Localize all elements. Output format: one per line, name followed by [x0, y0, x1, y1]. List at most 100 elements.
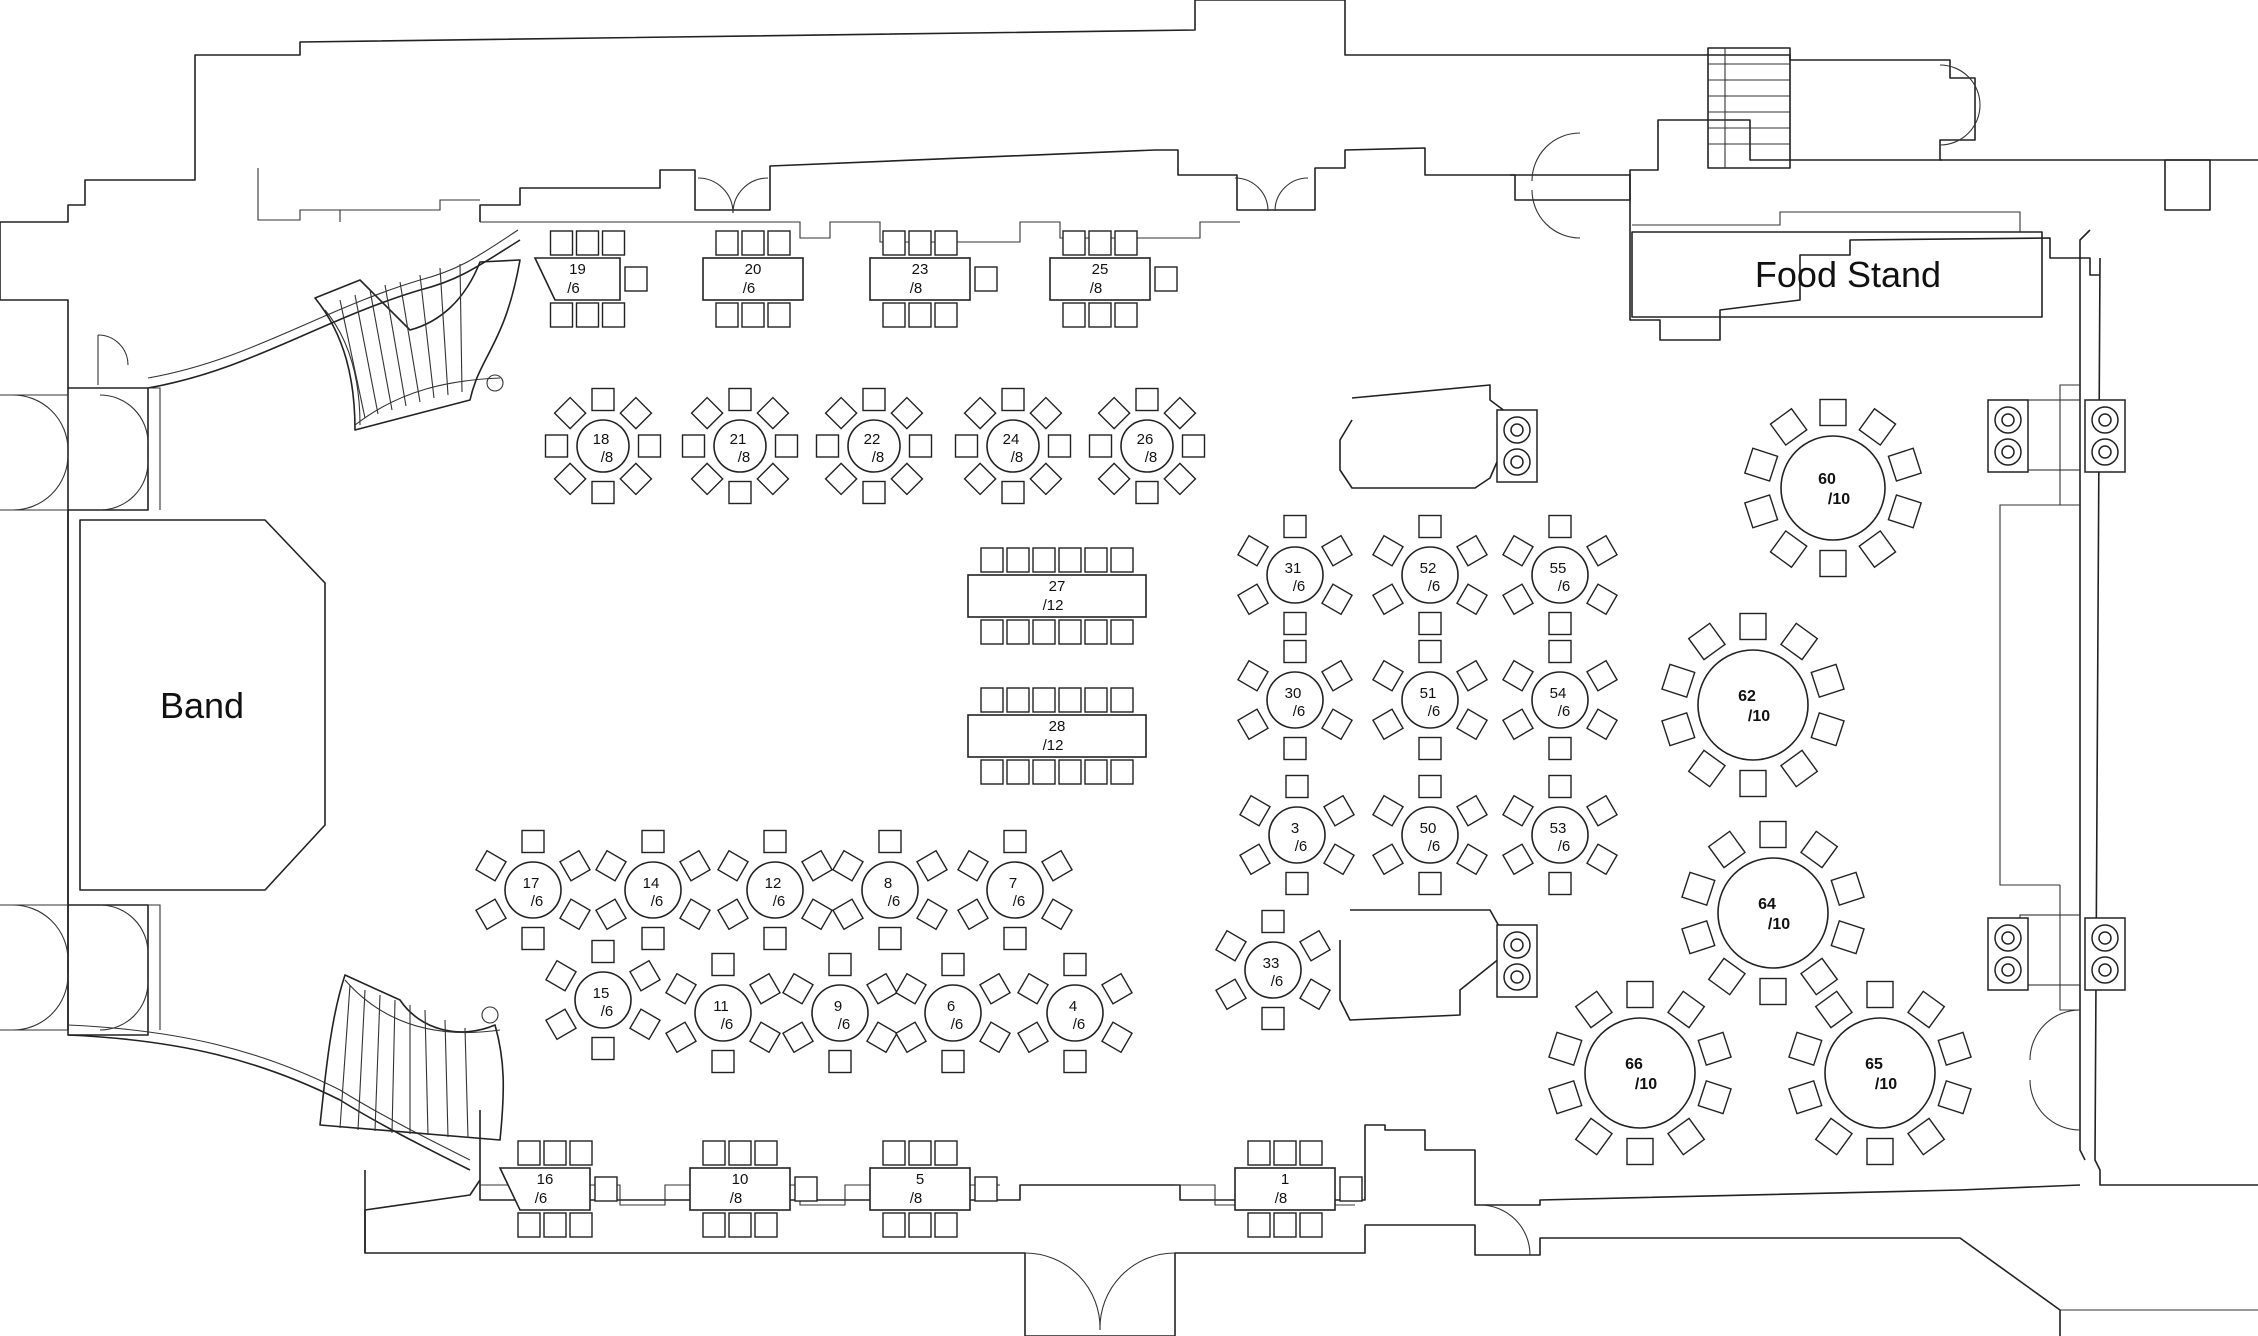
- table-number: 23: [912, 261, 929, 278]
- round-table-8[interactable]: 8/6: [832, 829, 948, 951]
- table-capacity: /6: [1073, 1016, 1086, 1033]
- round-table-33[interactable]: 33/6: [1215, 909, 1331, 1031]
- chair: [1667, 990, 1706, 1029]
- round-table-52[interactable]: 52/6: [1372, 514, 1488, 636]
- table-number: 24: [1003, 431, 1020, 448]
- rect-table-10[interactable]: 10/8: [689, 1140, 818, 1238]
- round-table-64[interactable]: 64/10: [1681, 820, 1865, 1006]
- table-top: [574, 971, 632, 1029]
- chair: [754, 1140, 778, 1166]
- round-table-53[interactable]: 53/6: [1502, 774, 1618, 896]
- round-table-51[interactable]: 51/6: [1372, 639, 1488, 761]
- chair: [715, 230, 739, 256]
- table-capacity: /8: [910, 280, 923, 297]
- chair: [1001, 480, 1025, 505]
- round-table-65[interactable]: 65/10: [1788, 980, 1972, 1166]
- round-table-31[interactable]: 31/6: [1237, 514, 1353, 636]
- chair: [756, 396, 790, 430]
- round-table-21[interactable]: 21/8: [681, 387, 799, 505]
- round-table-18[interactable]: 18/8: [544, 387, 662, 505]
- rect-table-20[interactable]: 20/6: [702, 230, 804, 328]
- round-table-15[interactable]: 15/6: [545, 939, 661, 1061]
- table-top: [1531, 546, 1589, 604]
- round-table-24[interactable]: 24/8: [954, 387, 1072, 505]
- chair: [1502, 708, 1534, 741]
- round-table-12[interactable]: 12/6: [717, 829, 833, 951]
- chair: [521, 926, 545, 951]
- round-table-60[interactable]: 60/10: [1743, 398, 1923, 578]
- chair: [1088, 434, 1113, 458]
- round-table-54[interactable]: 54/6: [1502, 639, 1618, 761]
- chair: [569, 1212, 593, 1238]
- table-top: [1244, 941, 1302, 999]
- round-table-26[interactable]: 26/8: [1088, 387, 1206, 505]
- round-table-7[interactable]: 7/6: [957, 829, 1073, 951]
- rect-table-19[interactable]: 19/6: [533, 230, 648, 328]
- rect-table-1[interactable]: 1/8: [1234, 1140, 1363, 1238]
- chair: [1372, 794, 1404, 827]
- table-number: 8: [884, 875, 892, 892]
- chair: [824, 462, 858, 496]
- rect-table-16[interactable]: 16/6: [498, 1140, 618, 1238]
- chair: [1456, 708, 1488, 741]
- round-table-3[interactable]: 3/6: [1239, 774, 1355, 896]
- round-table-11[interactable]: 11/6: [665, 952, 781, 1074]
- chair: [475, 898, 507, 931]
- food-stand-counter: [1631, 231, 2043, 318]
- table-top: [1234, 1167, 1336, 1211]
- round-table-66[interactable]: 66/10: [1548, 980, 1732, 1166]
- chair: [954, 434, 979, 458]
- chair: [1907, 1117, 1946, 1156]
- chair: [1285, 871, 1309, 896]
- round-table-6[interactable]: 6/6: [895, 952, 1011, 1074]
- round-table-9[interactable]: 9/6: [782, 952, 898, 1074]
- round-table-4[interactable]: 4/6: [1017, 952, 1133, 1074]
- chair: [475, 849, 507, 882]
- chair: [559, 849, 591, 882]
- speaker: [1496, 924, 1538, 998]
- chair: [1937, 1031, 1972, 1067]
- chair: [690, 462, 724, 496]
- chair: [866, 1021, 898, 1054]
- chair: [1759, 977, 1787, 1006]
- chair: [594, 1176, 618, 1202]
- chair: [1866, 1137, 1894, 1166]
- chair: [980, 547, 1004, 573]
- rect-table-5[interactable]: 5/8: [869, 1140, 998, 1238]
- round-table-62[interactable]: 62/10: [1661, 612, 1845, 798]
- band-stage: [79, 519, 326, 891]
- chair: [1418, 514, 1442, 539]
- chair: [717, 898, 749, 931]
- chair: [882, 230, 906, 256]
- round-table-50[interactable]: 50/6: [1372, 774, 1488, 896]
- table-capacity: /6: [773, 893, 786, 910]
- chair: [1299, 929, 1331, 962]
- table-top: [498, 1167, 591, 1211]
- rect-table-23[interactable]: 23/8: [869, 230, 998, 328]
- table-top: [1531, 806, 1589, 864]
- rect-table-27[interactable]: 27/12: [967, 547, 1147, 645]
- table-capacity: /10: [1748, 708, 1770, 725]
- chair: [619, 462, 653, 496]
- chair: [717, 849, 749, 882]
- chair: [1456, 583, 1488, 616]
- table-number: 25: [1092, 261, 1109, 278]
- table-capacity: /6: [721, 1016, 734, 1033]
- rect-table-25[interactable]: 25/8: [1049, 230, 1178, 328]
- round-table-55[interactable]: 55/6: [1502, 514, 1618, 636]
- round-table-17[interactable]: 17/6: [475, 829, 591, 951]
- round-table-14[interactable]: 14/6: [595, 829, 711, 951]
- chair: [1084, 759, 1108, 785]
- rect-table-28[interactable]: 28/12: [967, 687, 1147, 785]
- round-table-22[interactable]: 22/8: [815, 387, 933, 505]
- round-table-30[interactable]: 30/6: [1237, 639, 1353, 761]
- table-top: [1268, 806, 1326, 864]
- chair: [979, 1021, 1011, 1054]
- chair: [1887, 447, 1923, 482]
- chair: [1001, 387, 1025, 412]
- chair: [1299, 978, 1331, 1011]
- table-capacity: /8: [1011, 449, 1024, 466]
- chair: [1372, 659, 1404, 692]
